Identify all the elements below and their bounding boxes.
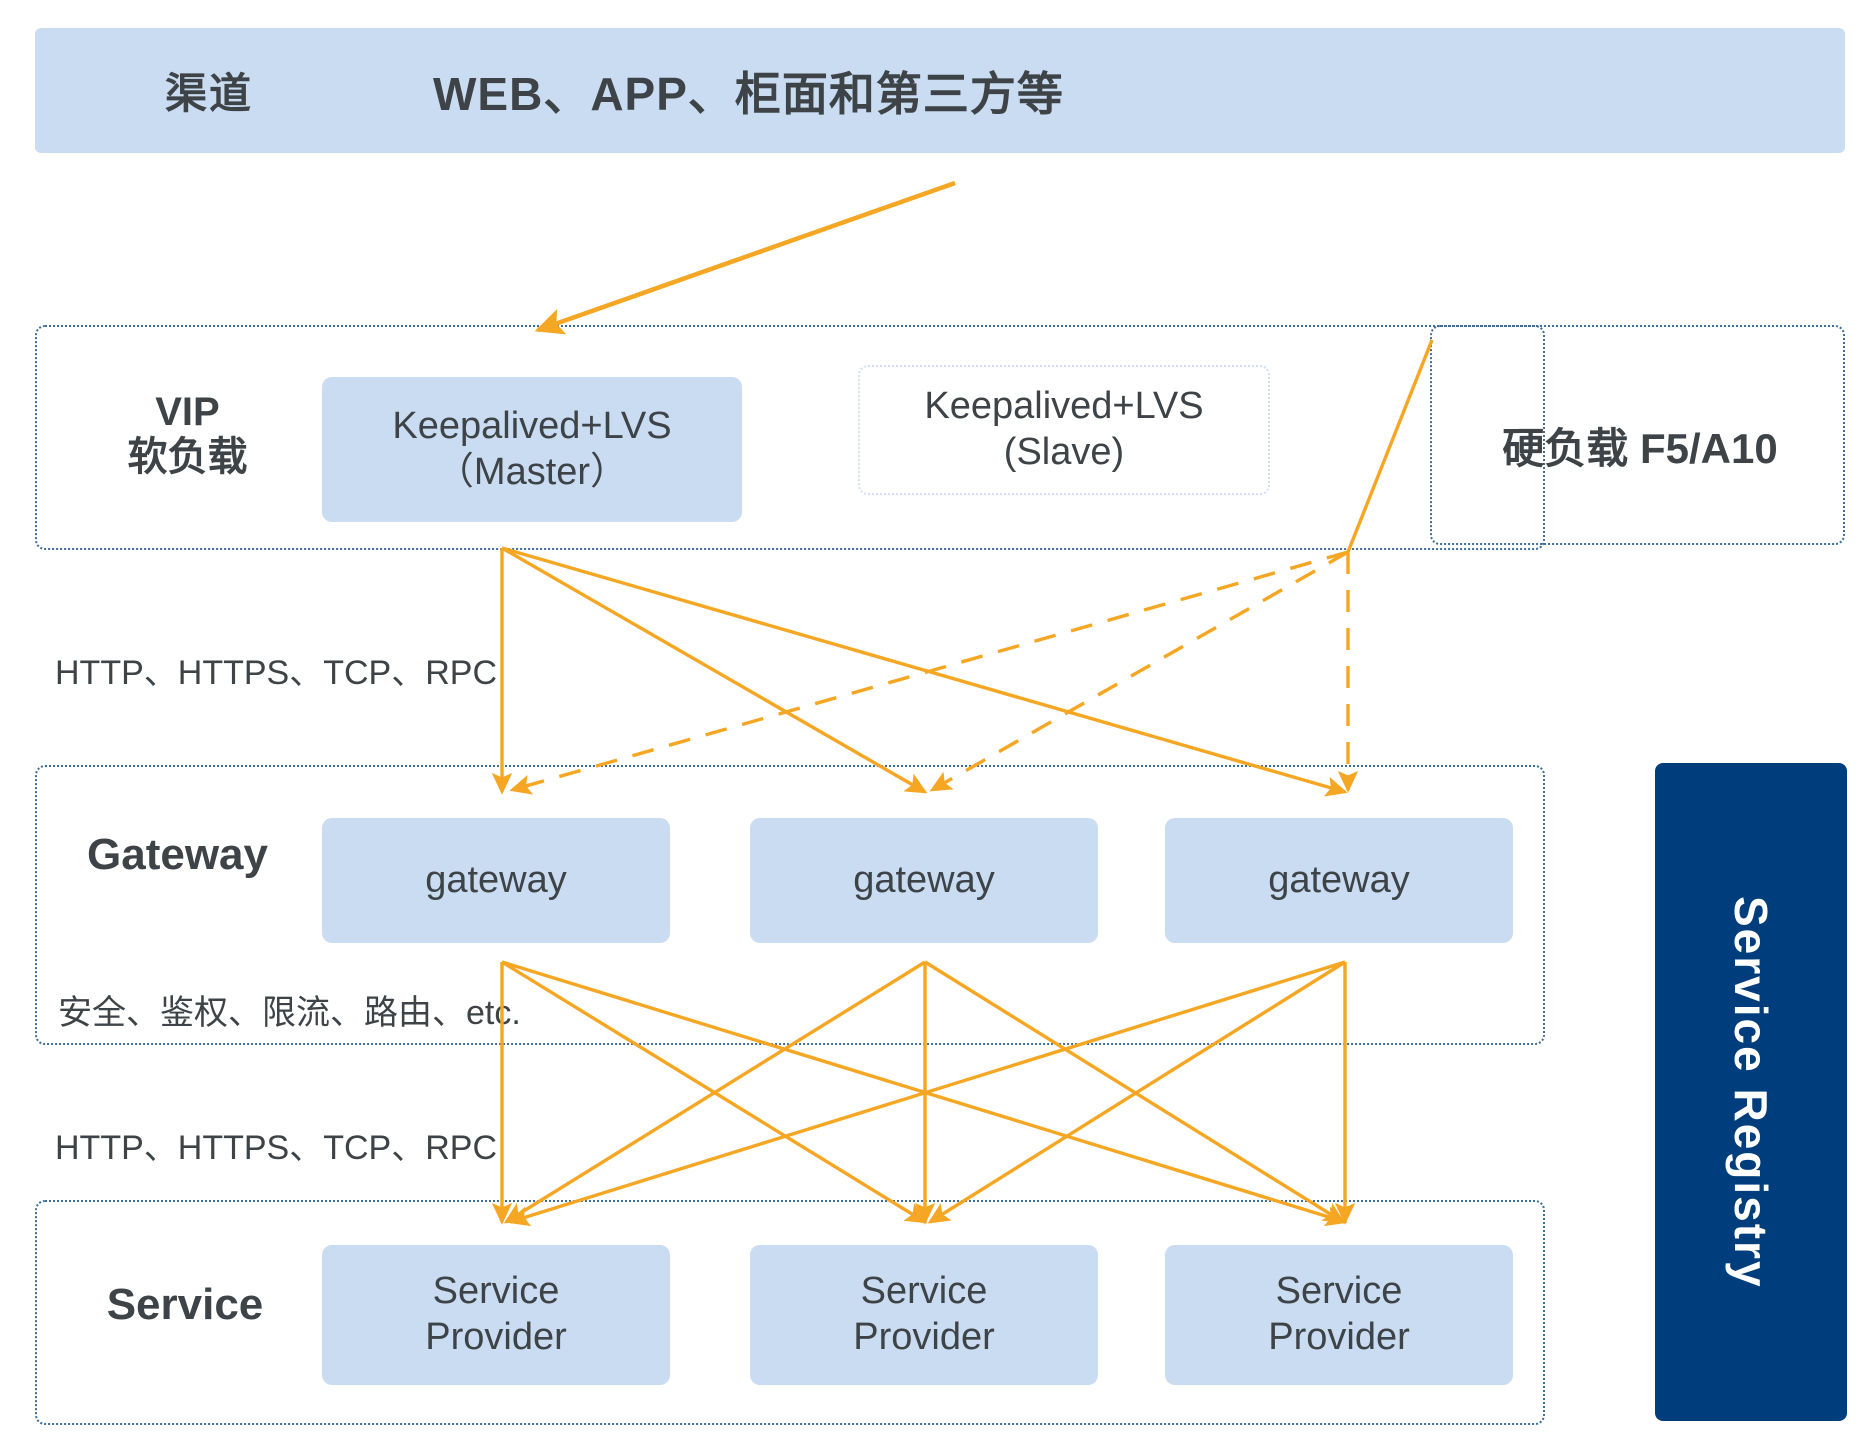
- service-registry-label: Service Registry: [1725, 895, 1777, 1289]
- arrow-hwlb-to-gateway-2: [929, 550, 1349, 792]
- service-layer-title: Service: [106, 1280, 264, 1329]
- vip-layer-title: VIP 软负载: [127, 390, 248, 479]
- arrow-channel-to-vip: [534, 180, 956, 335]
- node-gateway-2[interactable]: gateway: [750, 818, 1098, 943]
- node-keepalived-lvs-master[interactable]: Keepalived+LVS （Master）: [322, 377, 742, 522]
- arrow-hwlb-to-gateway-1: [509, 550, 1349, 795]
- channel-label: 渠道: [165, 70, 254, 117]
- node-gateway-3[interactable]: gateway: [1165, 818, 1513, 943]
- node-service-provider-3[interactable]: Service Provider: [1165, 1245, 1513, 1385]
- service-registry-panel[interactable]: Service Registry: [1655, 763, 1847, 1421]
- hardware-lb-label: 硬负载 F5/A10: [1502, 425, 1778, 472]
- arrow-master-to-gateway-3: [501, 546, 1348, 797]
- channel-value: WEB、APP、柜面和第三方等: [433, 67, 1064, 120]
- gateway-features-label: 安全、鉴权、限流、路由、etc.: [58, 994, 521, 1032]
- node-gateway-1[interactable]: gateway: [322, 818, 670, 943]
- node-service-provider-2[interactable]: Service Provider: [750, 1245, 1098, 1385]
- arrow-master-to-gateway-2: [501, 546, 928, 794]
- gateway-layer-title: Gateway: [87, 830, 268, 879]
- protocol-label-gateway-to-service: HTTP、HTTPS、TCP、RPC: [55, 1129, 497, 1167]
- node-service-provider-1[interactable]: Service Provider: [322, 1245, 670, 1385]
- protocol-label-vip-to-gateway: HTTP、HTTPS、TCP、RPC: [55, 654, 497, 692]
- node-keepalived-lvs-slave[interactable]: Keepalived+LVS (Slave): [858, 365, 1270, 495]
- channel-banner: 渠道 WEB、APP、柜面和第三方等: [35, 28, 1845, 153]
